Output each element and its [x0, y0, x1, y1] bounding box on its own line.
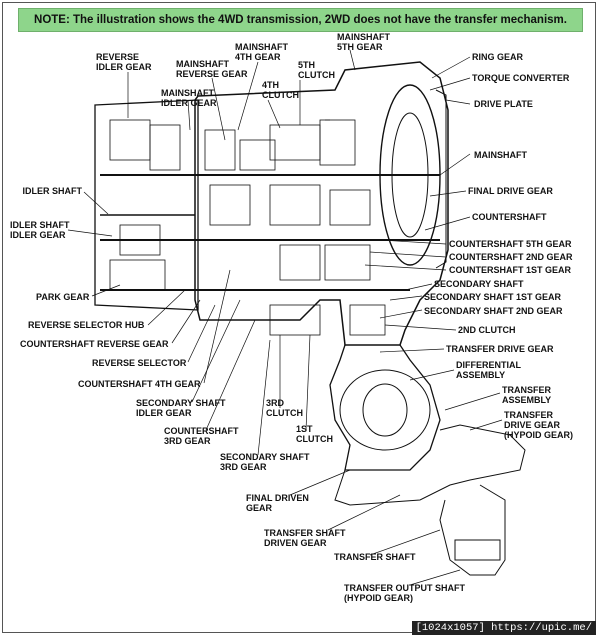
gear-block	[109, 259, 166, 291]
label-ring-gear: RING GEAR	[472, 52, 524, 62]
label-secondary-shaft-2nd-gear: SECONDARY SHAFT 2ND GEAR	[424, 306, 563, 316]
label-idler-shaft: IDLER SHAFT	[22, 186, 83, 196]
label-secondary-shaft-idler-gear: SECONDARY SHAFT IDLER GEAR	[136, 398, 226, 418]
drive-plate-shape	[435, 89, 447, 269]
label-reverse-selector-hub: REVERSE SELECTOR HUB	[28, 320, 145, 330]
label-transfer-shaft: TRANSFER SHAFT	[334, 552, 416, 562]
label-differential-assembly: DIFFERENTIAL ASSEMBLY	[456, 360, 521, 380]
clutch-pack	[319, 119, 356, 166]
label-mainshaft: MAINSHAFT	[474, 150, 527, 160]
gear-block	[329, 189, 371, 226]
clutch-pack	[324, 244, 371, 281]
transfer-shaft-bearing	[454, 539, 501, 561]
label-secondary-shaft-3rd-gear: SECONDARY SHAFT 3RD GEAR	[220, 452, 310, 472]
label-mainshaft-5th-gear: MAINSHAFT 5TH GEAR	[337, 32, 390, 52]
label-secondary-shaft: SECONDARY SHAFT	[434, 279, 524, 289]
label-mainshaft-reverse-gear: MAINSHAFT REVERSE GEAR	[176, 59, 248, 79]
label-countershaft-5th-gear: COUNTERSHAFT 5TH GEAR	[449, 239, 572, 249]
label-transfer-output-shaft: TRANSFER OUTPUT SHAFT (HYPOID GEAR)	[344, 583, 465, 603]
label-5th-clutch: 5TH CLUTCH	[298, 60, 335, 80]
gear-block	[209, 184, 251, 226]
label-transfer-assembly: TRANSFER ASSEMBLY	[502, 385, 552, 405]
label-countershaft-2nd-gear: COUNTERSHAFT 2ND GEAR	[449, 252, 573, 262]
transfer-output-shaft-shape	[439, 484, 506, 576]
label-secondary-shaft-1st-gear: SECONDARY SHAFT 1ST GEAR	[424, 292, 562, 302]
label-drive-plate: DRIVE PLATE	[474, 99, 533, 109]
label-transfer-shaft-driven-gear: TRANSFER SHAFT DRIVEN GEAR	[264, 528, 346, 548]
label-reverse-selector: REVERSE SELECTOR	[92, 358, 187, 368]
label-torque-converter: TORQUE CONVERTER	[472, 73, 570, 83]
gear-block	[204, 129, 236, 171]
end-cover-outline	[94, 99, 199, 311]
gear-block	[119, 224, 161, 256]
label-countershaft-4th-gear: COUNTERSHAFT 4TH GEAR	[78, 379, 201, 389]
label-countershaft-3rd-gear: COUNTERSHAFT 3RD GEAR	[164, 426, 239, 446]
clutch-pack	[279, 244, 321, 281]
clutch-pack	[269, 124, 321, 161]
label-final-driven-gear: FINAL DRIVEN GEAR	[246, 493, 309, 513]
label-1st-clutch: 1ST CLUTCH	[296, 424, 333, 444]
gear-block	[149, 124, 181, 171]
label-mainshaft-4th-gear: MAINSHAFT 4TH GEAR	[235, 42, 288, 62]
label-reverse-idler-gear: REVERSE IDLER GEAR	[96, 52, 152, 72]
transmission-case-outline	[194, 61, 449, 346]
label-transfer-drive-gear-hypoid: TRANSFER DRIVE GEAR (HYPOID GEAR)	[504, 410, 574, 440]
watermark-link[interactable]: [1024x1057] https://upic.me/	[411, 621, 596, 635]
gear-block	[109, 119, 151, 161]
label-transfer-drive-gear: TRANSFER DRIVE GEAR	[446, 344, 554, 354]
differential-housing	[329, 344, 441, 471]
label-park-gear: PARK GEAR	[36, 292, 90, 302]
label-final-drive-gear: FINAL DRIVE GEAR	[468, 186, 553, 196]
note-banner: NOTE: The illustration shows the 4WD tra…	[18, 8, 583, 32]
label-mainshaft-idler-gear: MAINSHAFT IDLER GEAR	[161, 88, 217, 108]
transfer-housing	[334, 424, 526, 506]
label-4th-clutch: 4TH CLUTCH	[262, 80, 299, 100]
clutch-pack	[349, 304, 386, 336]
gear-block	[239, 139, 276, 171]
clutch-pack	[269, 304, 321, 336]
label-countershaft: COUNTERSHAFT	[472, 212, 547, 222]
label-countershaft-1st-gear: COUNTERSHAFT 1ST GEAR	[449, 265, 572, 275]
differential-case	[339, 369, 431, 451]
label-idler-shaft-idler-gear: IDLER SHAFT IDLER GEAR	[10, 220, 70, 240]
clutch-pack	[269, 184, 321, 226]
label-countershaft-reverse-gear: COUNTERSHAFT REVERSE GEAR	[20, 339, 169, 349]
label-2nd-clutch: 2ND CLUTCH	[458, 325, 516, 335]
label-3rd-clutch: 3RD CLUTCH	[266, 398, 303, 418]
